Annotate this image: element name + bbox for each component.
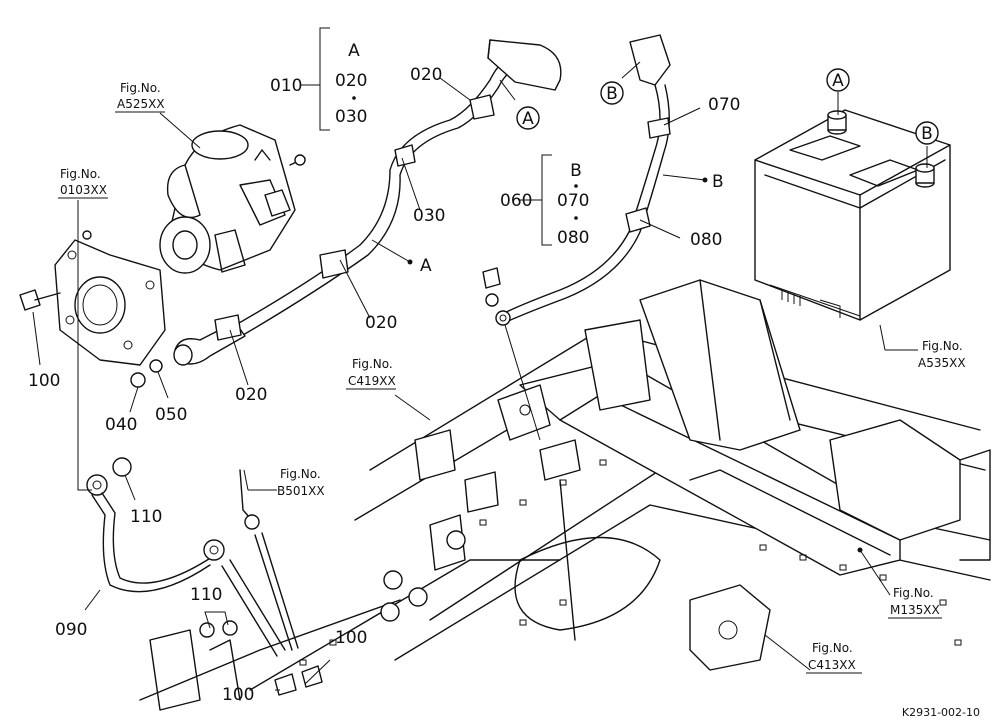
ground-cable-drawing (86, 457, 286, 657)
svg-text:M135XX: M135XX (890, 603, 940, 617)
negative-cable-drawing (482, 34, 671, 441)
diagram-code: K2931-002-10 (902, 706, 980, 719)
part-label-040: 040 (105, 415, 137, 435)
part-label-020-cable: 020 (365, 313, 397, 333)
part-label-110-bottom: 110 (190, 585, 222, 605)
harness-lead-drawing (239, 469, 299, 651)
part-number-labels: 020 030 020 020 070 080 100 040 050 110 … (28, 65, 740, 705)
kit-b-group: B 060 070 080 (500, 161, 589, 248)
kit-a-group: A 010 020 030 (270, 41, 367, 127)
kit-a-parent: 010 (270, 76, 302, 96)
svg-text:A535XX: A535XX (918, 356, 966, 370)
part-label-100-left: 100 (28, 371, 60, 391)
part-label-030: 030 (413, 206, 445, 226)
kit-a-item-2: 030 (335, 107, 367, 127)
frame-drawing (139, 279, 991, 711)
svg-text:B501XX: B501XX (277, 484, 325, 498)
kit-a-item-1: 020 (335, 71, 367, 91)
svg-text:Fig.No.: Fig.No. (893, 586, 934, 600)
kit-b-parent: 060 (500, 191, 532, 211)
callout-b-cable: B (606, 84, 618, 104)
part-label-090: 090 (55, 620, 87, 640)
kit-b-letter: B (570, 161, 582, 181)
callout-b-leader: B (712, 172, 724, 192)
part-label-080: 080 (690, 230, 722, 250)
part-label-100-bottom-left: 100 (222, 685, 254, 705)
part-label-020-top: 020 (410, 65, 442, 85)
letter-callouts: A B A B A B (420, 68, 939, 276)
svg-text:Fig.No.: Fig.No. (280, 467, 321, 481)
kit-a-letter: A (348, 41, 360, 61)
positive-cable-drawing (173, 39, 562, 366)
fig-ref-a525: Fig.No. A525XX (115, 81, 165, 113)
svg-text:C413XX: C413XX (808, 658, 856, 672)
fig-ref-a535: Fig.No. A535XX (885, 339, 966, 370)
fig-ref-b501: Fig.No. B501XX (248, 467, 325, 498)
mounting-plate-drawing (54, 230, 166, 366)
svg-text:C419XX: C419XX (348, 374, 396, 388)
svg-text:Fig.No.: Fig.No. (60, 167, 101, 181)
kit-b-item-1: 070 (557, 191, 589, 211)
leader-lines (32, 27, 928, 691)
figure-references: Fig.No. A525XX Fig.No. 0103XX Fig.No. C4… (58, 81, 966, 674)
part-label-100-bottom-right: 100 (335, 628, 367, 648)
svg-text:Fig.No.: Fig.No. (812, 641, 853, 655)
part-label-070: 070 (708, 95, 740, 115)
callout-a-cable: A (522, 109, 534, 129)
callout-a-battery: A (832, 71, 844, 91)
svg-text:Fig.No.: Fig.No. (120, 81, 161, 95)
kit-b-item-2: 080 (557, 228, 589, 248)
svg-text:A525XX: A525XX (117, 97, 165, 111)
part-label-050: 050 (155, 405, 187, 425)
fig-ref-c413: Fig.No. C413XX (806, 641, 862, 674)
fig-ref-0103: Fig.No. 0103XX (58, 167, 108, 199)
battery-drawing (754, 109, 951, 321)
svg-text:Fig.No.: Fig.No. (922, 339, 963, 353)
callout-b-battery: B (921, 124, 933, 144)
callout-a-leader: A (420, 256, 432, 276)
svg-text:0103XX: 0103XX (60, 183, 107, 197)
svg-text:Fig.No.: Fig.No. (352, 357, 393, 371)
part-label-020-terminal: 020 (235, 385, 267, 405)
starter-motor-drawing (159, 124, 306, 274)
fig-ref-m135: Fig.No. M135XX (888, 586, 942, 619)
fig-ref-c419: Fig.No. C419XX (346, 357, 396, 390)
part-label-110-top: 110 (130, 507, 162, 527)
